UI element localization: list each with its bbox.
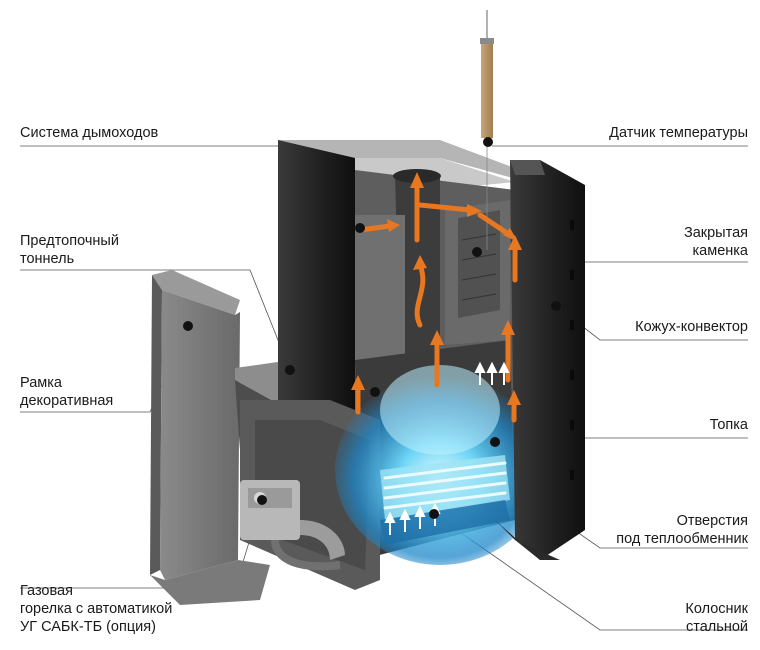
label-closed-heater: Закрытая каменка: [683, 225, 748, 259]
dot-decorative-frame: [183, 321, 193, 331]
dot-steel-grate: [429, 509, 439, 519]
dot-firebox: [490, 437, 500, 447]
decorative-frame: [150, 270, 270, 605]
label-temperature-sensor: Датчик температуры: [609, 125, 748, 141]
dot-chimney: [355, 223, 365, 233]
label-steel-grate: Колосник стальной: [685, 601, 748, 635]
dot-pre-furnace-tunnel: [285, 365, 295, 375]
label-heat-exchanger-holes: Отверстия под теплообменник: [616, 513, 748, 547]
label-firebox: Топка: [709, 417, 748, 433]
label-chimney-system: Система дымоходов: [20, 125, 159, 141]
label-pre-furnace-tunnel: Предтопочный тоннель: [20, 233, 119, 267]
casing-convector: [495, 160, 585, 560]
hot-air-arrows: [351, 172, 522, 423]
leader-pre-furnace-tunnel: [20, 269, 291, 371]
dot-heat-exchanger-holes: [370, 387, 380, 397]
callout-dots: [183, 137, 561, 519]
dot-temperature-sensor: [483, 137, 493, 147]
label-decorative-frame: Рамка декоративная: [20, 375, 114, 409]
arrowheads: [351, 172, 522, 405]
label-gas-burner: Газовая горелка с автоматикой УГ САБК-ТБ…: [20, 583, 173, 635]
dot-closed-heater: [472, 247, 482, 257]
temperature-sensor: [480, 10, 494, 250]
dot-gas-burner: [257, 495, 267, 505]
label-casing-convector: Кожух-конвектор: [635, 319, 748, 335]
steel-grate: [380, 455, 510, 545]
dot-casing-convector: [551, 301, 561, 311]
